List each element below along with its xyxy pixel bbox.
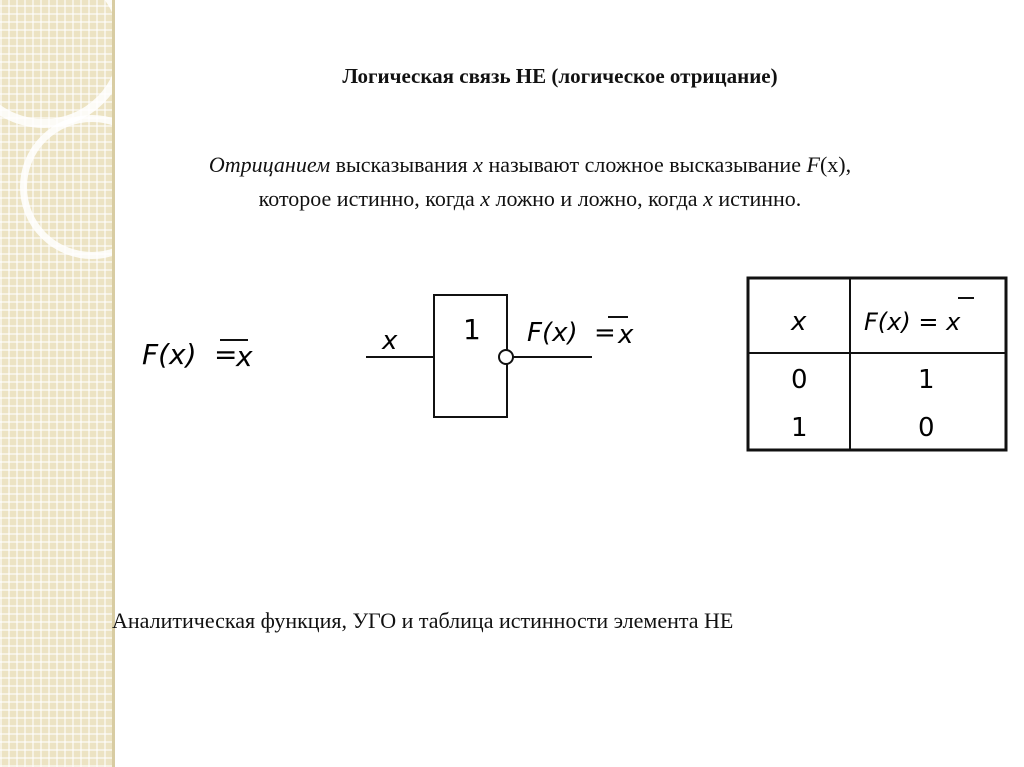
definition-text: Отрицанием высказывания x называют сложн… bbox=[100, 148, 960, 216]
not-gate-symbol: x 1 F(x) = x bbox=[366, 294, 634, 418]
formula-eq: = bbox=[214, 338, 237, 371]
slide-title: Логическая связь НЕ (логическое отрицани… bbox=[342, 64, 778, 88]
table-header-fx: F(x) = x bbox=[864, 308, 961, 336]
sidebar-divider bbox=[112, 0, 115, 767]
definition-part: высказывания bbox=[330, 152, 474, 177]
decorative-sidebar bbox=[0, 0, 164, 767]
gate-neg: x bbox=[617, 320, 634, 350]
definition-var: x bbox=[473, 152, 483, 177]
gate-eq: = bbox=[594, 318, 616, 348]
definition-part: (x), bbox=[819, 152, 852, 177]
formula-rhs: x bbox=[235, 340, 253, 373]
gate-output-label: F(x) bbox=[527, 318, 578, 348]
gate-input-label: x bbox=[381, 326, 398, 356]
gate-function-symbol: 1 bbox=[463, 313, 481, 346]
table-cell: 0 bbox=[791, 365, 808, 395]
table-header-x: x bbox=[790, 307, 807, 337]
table-border bbox=[746, 276, 1008, 452]
definition-term: Отрицанием bbox=[208, 152, 331, 177]
definition-part: называют сложное высказывание bbox=[482, 152, 807, 177]
definition-func: F bbox=[806, 152, 820, 177]
analytic-formula: F(x) = x bbox=[142, 338, 253, 373]
slide-caption: Аналитическая функция, УГО и таблица ист… bbox=[112, 608, 734, 633]
table-cell: 1 bbox=[918, 365, 935, 395]
formula-lhs: F(x) bbox=[142, 338, 197, 371]
definition-part: которое истинно, когда bbox=[258, 186, 481, 211]
table-cell: 0 bbox=[918, 413, 935, 443]
definition-part: ложно и ложно, когда bbox=[490, 186, 704, 211]
truth-table: x F(x) = x 0 1 1 0 bbox=[746, 276, 1008, 452]
decorative-ring bbox=[20, 115, 164, 259]
definition-part: истинно. bbox=[712, 186, 802, 211]
inversion-bubble bbox=[498, 349, 514, 365]
table-cell: 1 bbox=[791, 413, 808, 443]
definition-var: x bbox=[703, 186, 713, 211]
definition-var: x bbox=[480, 186, 491, 211]
